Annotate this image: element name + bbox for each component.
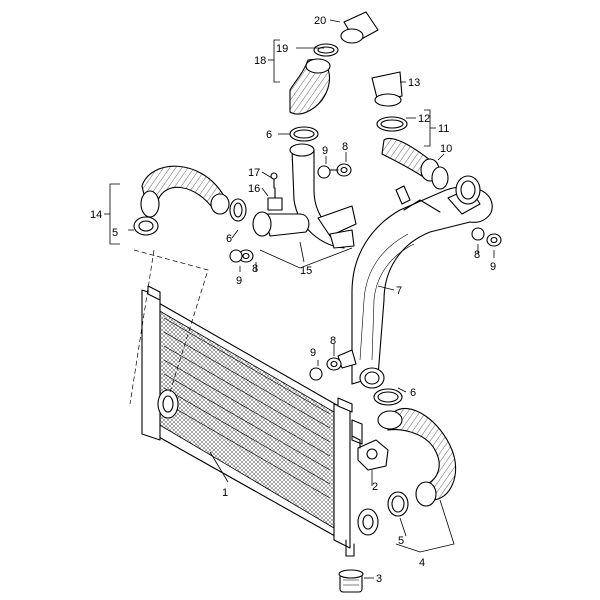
nut-8-a (336, 163, 352, 177)
label-1: 1 (222, 487, 228, 499)
label-9-d: 9 (490, 261, 496, 273)
nut-8-d (486, 233, 502, 247)
leader-lines (104, 19, 495, 579)
clamp-part-19 (313, 43, 339, 57)
drain-plug-part-3 (338, 569, 364, 593)
label-6-lower: 6 (410, 387, 416, 399)
clamp-6-lower (373, 388, 403, 406)
label-2: 2 (372, 481, 378, 493)
bolt-9-c (309, 367, 323, 381)
nut-8-c (326, 357, 342, 371)
label-5-upper: 5 (112, 227, 118, 239)
label-8-a: 8 (342, 141, 348, 153)
clamp-part-12 (376, 116, 408, 132)
lower-hose-part-4 (377, 407, 457, 507)
label-9-b: 9 (236, 275, 242, 287)
label-7: 7 (396, 285, 402, 297)
hose-part-18 (289, 58, 331, 115)
label-12: 12 (418, 113, 430, 125)
pipe-part-15 (252, 143, 357, 249)
label-6-left: 6 (226, 233, 232, 245)
label-14: 14 (90, 209, 102, 221)
hose-part-13 (371, 71, 403, 107)
label-8-c: 8 (330, 335, 336, 347)
label-16: 16 (248, 183, 260, 195)
clamp-6-upper (289, 126, 319, 142)
label-5-lower: 5 (398, 535, 404, 547)
label-9-a: 9 (322, 145, 328, 157)
intercooler-part-1 (141, 285, 379, 557)
label-4: 4 (419, 557, 425, 569)
clamp-5-upper (133, 216, 159, 236)
clamp-6-left (229, 198, 247, 222)
label-8-d: 8 (474, 249, 480, 261)
label-17: 17 (248, 167, 260, 179)
label-9-c: 9 (310, 347, 316, 359)
label-3: 3 (376, 573, 382, 585)
part-labels: 1 2 3 4 5 5 6 6 6 7 8 8 8 8 9 9 9 9 10 1… (90, 15, 496, 585)
label-20: 20 (314, 15, 326, 27)
label-15: 15 (300, 265, 312, 277)
label-10: 10 (440, 143, 452, 155)
label-11: 11 (438, 123, 449, 135)
hose-part-10-11 (381, 138, 481, 205)
bolt-part-17 (270, 172, 278, 189)
label-18: 18 (254, 55, 266, 67)
label-13: 13 (408, 77, 420, 89)
bracket-part-2 (351, 435, 389, 471)
label-6-upper: 6 (266, 129, 272, 141)
clamp-5-lower (387, 491, 409, 517)
label-8-b: 8 (252, 263, 258, 275)
label-19: 19 (276, 43, 288, 55)
reference-lines (129, 249, 209, 405)
hose-part-14 (140, 165, 230, 218)
charge-pipe-part-7 (337, 185, 493, 389)
bolt-part-16 (267, 187, 283, 211)
bolt-9-a (317, 165, 339, 179)
bolt-9-b (229, 249, 243, 263)
hose-part-20 (340, 11, 379, 44)
bolt-9-d (471, 227, 485, 241)
